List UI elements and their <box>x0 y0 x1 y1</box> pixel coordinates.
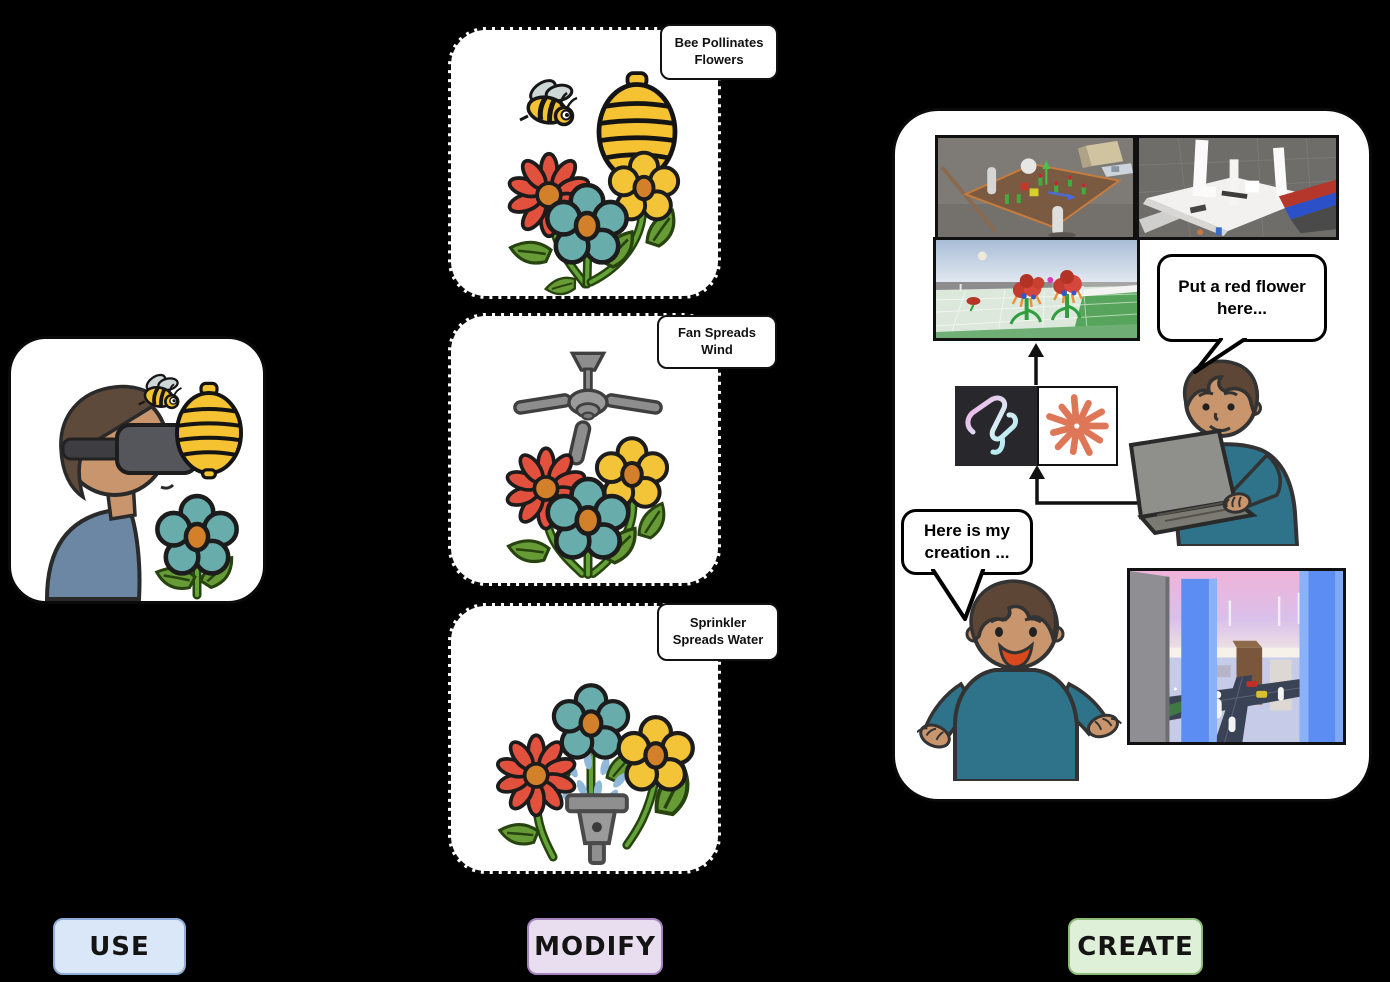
modify-card-bee <box>448 27 721 299</box>
speech-bubble-1-text: Put a red flower here... <box>1178 276 1306 318</box>
arrow-up-icon <box>1028 343 1044 385</box>
card-label-bee: Bee Pollinates Flowers <box>660 24 778 80</box>
card-label-bee-text: Bee Pollinates Flowers <box>674 35 764 67</box>
stage-use-button: USE <box>53 918 186 975</box>
use-card <box>8 336 266 604</box>
speech-bubble-2-text: Here is my creation ... <box>924 520 1010 562</box>
squiggle-ai-logo-icon <box>955 386 1037 466</box>
modify-card-fan <box>448 313 721 586</box>
speech-bubble-put-red-flower: Put a red flower here... <box>1157 254 1327 342</box>
screenshot-city-street <box>1127 568 1346 745</box>
screenshot-vr-sandbox-table <box>935 135 1136 240</box>
claude-spark-logo-icon <box>1037 386 1118 466</box>
sprinkler-flowers-illustration <box>493 606 718 866</box>
screenshot-red-flowers-garden <box>933 237 1140 341</box>
vr-headset-strap <box>61 437 123 461</box>
stage-create-button: CREATE <box>1068 918 1203 975</box>
screenshot-white-blocks-build <box>1136 135 1339 240</box>
vr-headset-person-illustration <box>44 369 263 601</box>
speech-bubble-here-is-my-creation: Here is my creation ... <box>901 509 1033 575</box>
stage-modify-label: MODIFY <box>534 931 656 962</box>
card-label-sprinkler: Sprinkler Spreads Water <box>657 603 779 661</box>
create-panel: Put a red flower here... Here is my crea… <box>892 108 1372 802</box>
child-presenting-illustration <box>917 579 1122 781</box>
speech-bubble-1-tail <box>1193 338 1247 374</box>
card-label-sprinkler-text: Sprinkler Spreads Water <box>672 615 764 647</box>
child-at-laptop-illustration <box>1128 359 1300 546</box>
stage-modify-button: MODIFY <box>527 918 663 975</box>
flower-cluster <box>1009 270 1083 325</box>
connector-arrow-icon <box>1029 465 1139 505</box>
stage-create-label: CREATE <box>1077 931 1194 962</box>
ceiling-fan-flowers-illustration <box>503 351 676 579</box>
bee-beehive-flowers-illustration <box>505 30 687 296</box>
stage-use-label: USE <box>89 931 150 962</box>
card-label-fan: Fan Spreads Wind <box>657 315 777 369</box>
card-label-fan-text: Fan Spreads Wind <box>677 325 757 357</box>
speech-bubble-2-tail <box>931 569 985 621</box>
